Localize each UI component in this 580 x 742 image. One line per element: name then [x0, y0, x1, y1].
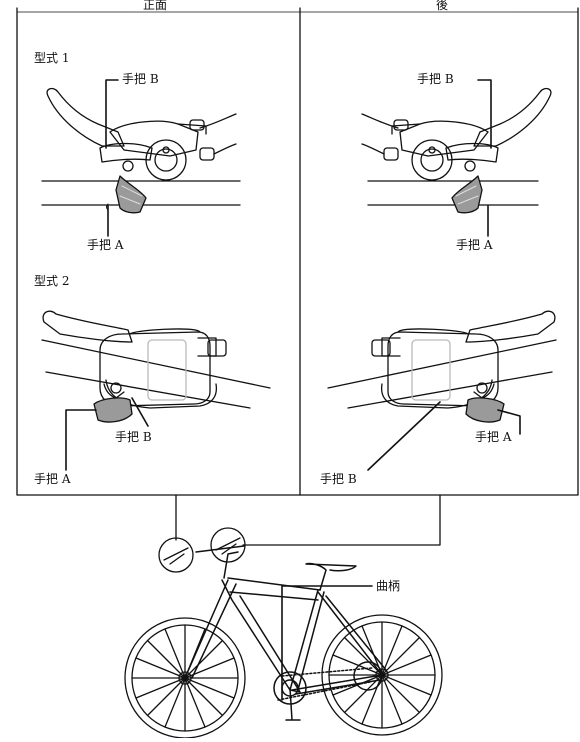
type2-rear-shifter — [327, 310, 557, 423]
connector-lines — [175, 494, 441, 546]
type2-rear-callouts — [367, 401, 521, 471]
bicycle — [124, 527, 443, 739]
type1-title: 型式 1 — [34, 51, 70, 65]
header-rear: 後 — [436, 0, 449, 12]
type2-front-shifter — [41, 310, 271, 471]
header-front: 正面 — [143, 0, 168, 12]
t2-rear-lever-a-label: 手把 A — [475, 430, 512, 444]
type1-rear-callouts — [477, 79, 492, 237]
front-wheel — [124, 617, 246, 739]
t2-front-lever-a-label: 手把 A — [34, 472, 71, 486]
t2-front-lever-b-label: 手把 B — [115, 430, 152, 444]
t1-rear-lever-a-label: 手把 A — [456, 238, 493, 252]
type2-title: 型式 2 — [34, 274, 70, 288]
handlebar-zoom-right — [210, 527, 246, 563]
panel-frame — [16, 7, 579, 496]
handlebar-zoom-left — [158, 537, 194, 573]
type1-front-shifter — [41, 79, 241, 237]
crank-callout-line — [281, 585, 373, 701]
frame — [184, 545, 387, 721]
t2-rear-lever-b-label: 手把 B — [320, 472, 357, 486]
type1-rear-shifter — [361, 87, 552, 214]
crank-label: 曲柄 — [376, 579, 401, 593]
t1-rear-lever-b-label: 手把 B — [417, 72, 454, 86]
t1-front-lever-a-label: 手把 A — [87, 238, 124, 252]
t1-front-lever-b-label: 手把 B — [122, 72, 159, 86]
